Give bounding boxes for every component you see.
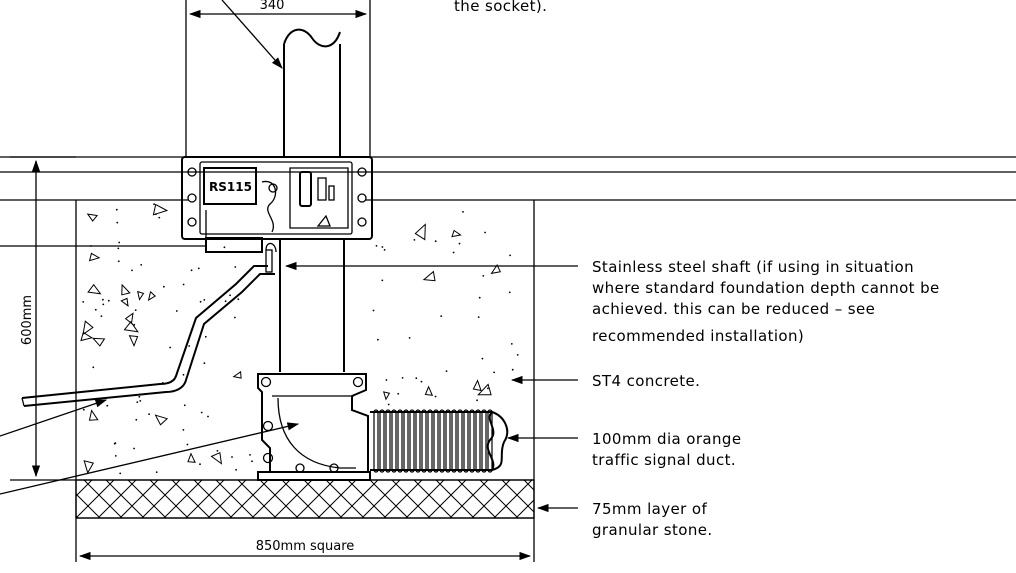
stone-layer	[75, 479, 535, 519]
rs115-unit	[203, 167, 257, 205]
svg-text:where standard foundation dept: where standard foundation depth cannot b…	[592, 279, 940, 297]
stainless-shaft	[279, 239, 345, 372]
svg-text:recommended installation): recommended installation)	[592, 327, 804, 345]
post-tube	[283, 28, 341, 157]
duct-note: 100mm dia orange traffic signal duct.	[592, 430, 741, 469]
svg-text:100mm dia orange: 100mm dia orange	[592, 430, 741, 448]
base-width-label: 850mm square	[256, 539, 355, 554]
top-pointer-line	[221, 0, 283, 69]
stone-note: 75mm layer of granular stone.	[592, 500, 713, 539]
svg-text:75mm layer of: 75mm layer of	[592, 500, 707, 518]
svg-text:achieved. this can be reduced: achieved. this can be reduced – see	[592, 300, 875, 318]
depth-label: 600mm	[20, 295, 35, 345]
cable-bracket	[0, 210, 277, 273]
base-dimension	[75, 518, 535, 562]
concrete-aggregate	[80, 203, 519, 475]
concrete-note: ST4 concrete.	[592, 372, 700, 390]
ground-surface	[0, 156, 1016, 201]
svg-text:granular stone.: granular stone.	[592, 521, 713, 539]
elbow-leader	[0, 422, 300, 495]
svg-text:traffic signal duct.: traffic signal duct.	[592, 451, 736, 469]
socket-housing	[181, 156, 373, 240]
base-elbow	[257, 373, 371, 481]
shaft-note: Stainless steel shaft (if using in situa…	[592, 258, 940, 345]
top-width-label: 340	[260, 0, 285, 13]
cable-leader	[0, 399, 108, 437]
top-dimension	[185, 0, 371, 157]
earth-cable	[21, 265, 275, 407]
top-note-fragment: the socket).	[454, 0, 547, 15]
rs115-tag: RS115	[209, 180, 252, 194]
svg-text:Stainless steel shaft (if usin: Stainless steel shaft (if using in situa…	[592, 258, 914, 276]
traffic-signal-duct	[370, 409, 509, 473]
